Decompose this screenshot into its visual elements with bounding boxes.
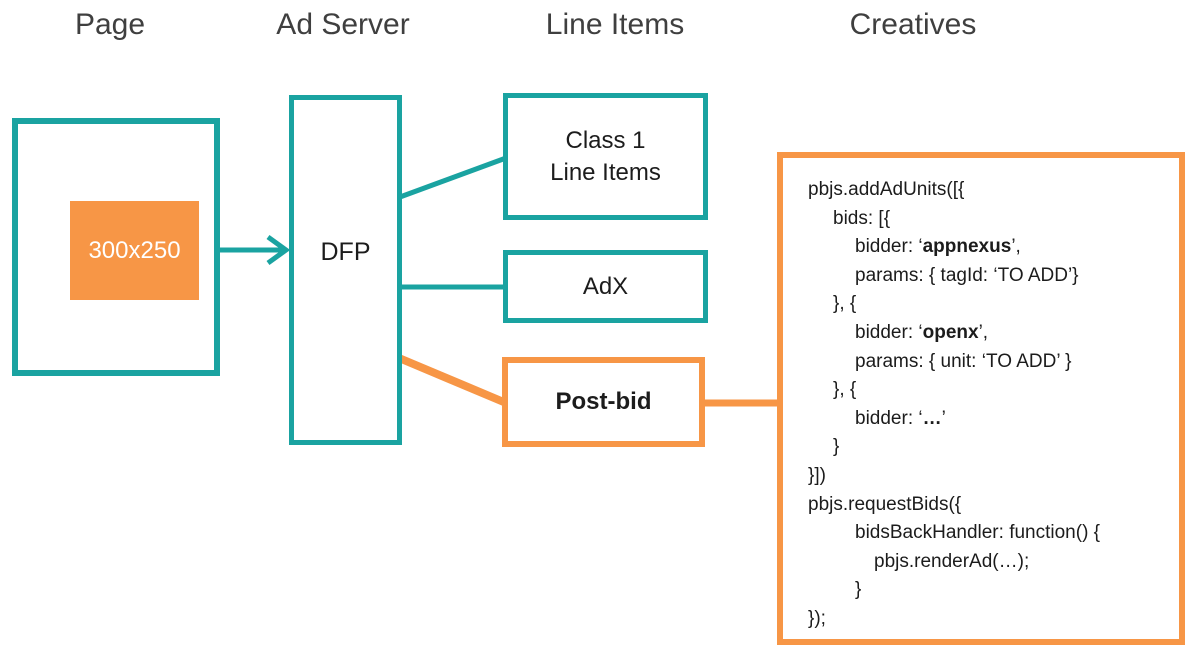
code-segment: bidder: ‘ <box>855 321 923 343</box>
code-segment-bold: … <box>922 407 942 429</box>
code-segment: }]) <box>808 464 826 486</box>
code-segment: }, { <box>833 293 857 315</box>
code-segment-bold: appnexus <box>922 236 1012 258</box>
code-segment: ’ <box>941 407 946 429</box>
class1-line-items-box: Class 1 Line Items <box>503 93 708 220</box>
code-segment: pbjs.renderAd(…); <box>874 550 1030 572</box>
column-header-page: Page <box>74 8 146 41</box>
code-segment-bold: openx <box>922 321 979 343</box>
code-segment: params: { unit: ‘TO ADD’ } <box>855 350 1072 372</box>
code-line: pbjs.requestBids({ <box>808 491 1169 520</box>
code-segment: bidder: ‘ <box>855 407 923 429</box>
code-segment: params: { tagId: ‘TO ADD’} <box>855 264 1079 286</box>
connector-dfp-postbid <box>397 354 508 407</box>
code-line: }]) <box>808 462 1169 491</box>
ad-slot-300x250: 300x250 <box>70 201 199 300</box>
code-line: } <box>808 433 1169 462</box>
postbid-box: Post-bid <box>502 357 705 447</box>
code-line: }); <box>808 605 1169 634</box>
code-segment: bidsBackHandler: function() { <box>855 522 1101 544</box>
dfp-box: DFP <box>289 95 402 445</box>
dfp-label: DFP <box>320 237 371 266</box>
code-segment: ’, <box>978 321 989 343</box>
column-header-line-items: Line Items <box>545 8 685 41</box>
code-line: } <box>808 576 1169 605</box>
code-line: pbjs.addAdUnits([{ <box>808 176 1169 205</box>
creatives-code-box: pbjs.addAdUnits([{bids: [{bidder: ‘appne… <box>777 152 1185 645</box>
class1-label-line1: Class 1 <box>565 126 646 154</box>
code-segment: bids: [{ <box>833 207 891 229</box>
connector-dfp-class1 <box>399 155 507 200</box>
class1-label: Class 1 Line Items <box>550 125 661 189</box>
class1-label-line2: Line Items <box>550 158 661 186</box>
code-line: bidder: ‘…’ <box>808 405 1169 434</box>
ad-slot-label: 300x250 <box>88 236 181 264</box>
code-segment: pbjs.requestBids({ <box>808 493 962 515</box>
code-line: bids: [{ <box>808 205 1169 234</box>
code-line: bidder: ‘openx’, <box>808 319 1169 348</box>
code-block: pbjs.addAdUnits([{bids: [{bidder: ‘appne… <box>808 176 1169 634</box>
code-line: pbjs.renderAd(…); <box>808 548 1169 577</box>
code-line: params: { tagId: ‘TO ADD’} <box>808 262 1169 291</box>
code-segment: } <box>855 579 862 601</box>
column-header-creatives: Creatives <box>849 8 977 41</box>
code-line: }, { <box>808 290 1169 319</box>
column-header-ad-server: Ad Server <box>276 8 410 41</box>
code-line: params: { unit: ‘TO ADD’ } <box>808 348 1169 377</box>
code-segment: pbjs.addAdUnits([{ <box>808 179 965 200</box>
code-segment: ’, <box>1011 236 1021 258</box>
adx-label: AdX <box>582 272 629 300</box>
code-segment: }, { <box>833 379 857 401</box>
code-segment: bidder: ‘ <box>855 236 923 258</box>
code-line: }, { <box>808 376 1169 405</box>
code-line: bidsBackHandler: function() { <box>808 519 1169 548</box>
code-line: bidder: ‘appnexus’, <box>808 233 1169 262</box>
postbid-label: Post-bid <box>555 388 652 415</box>
code-segment: }); <box>808 607 826 629</box>
arrowhead-icon <box>266 234 291 266</box>
code-segment: } <box>833 436 840 458</box>
adx-box: AdX <box>503 250 708 323</box>
